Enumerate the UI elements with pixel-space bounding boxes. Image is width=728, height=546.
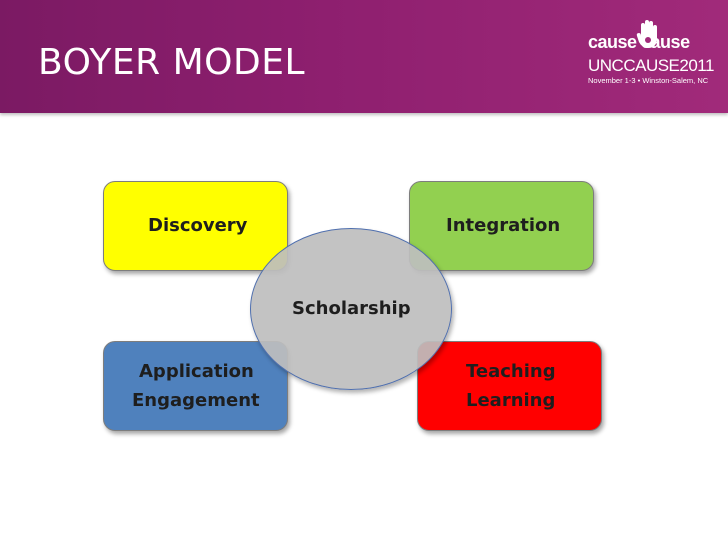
- application-label: Application: [139, 361, 254, 382]
- integration-label: Integration: [446, 215, 561, 236]
- title-banner: BOYER MODEL cause cause UNCCAUSE2011 Nov…: [0, 0, 728, 113]
- logo-event-name: UNCCAUSE2011: [588, 56, 714, 75]
- scholarship-circle: [250, 228, 452, 390]
- hand-icon: [636, 20, 657, 48]
- slide-title: BOYER MODEL: [38, 42, 306, 83]
- learning-label: Learning: [466, 390, 556, 411]
- integration-box: Integration: [409, 181, 594, 271]
- teaching-learning-box: Teaching Learning: [417, 341, 602, 431]
- discovery-box: Discovery: [103, 181, 288, 271]
- teaching-label: Teaching: [466, 361, 556, 382]
- application-engagement-box: Application Engagement: [103, 341, 288, 431]
- logo-event-dates: November 1-3 • Winston-Salem, NC: [588, 76, 709, 85]
- engagement-label: Engagement: [132, 390, 260, 411]
- event-logo: cause cause UNCCAUSE2011 November 1-3 • …: [588, 20, 716, 92]
- scholarship-label: Scholarship: [292, 298, 411, 319]
- discovery-label: Discovery: [148, 215, 248, 236]
